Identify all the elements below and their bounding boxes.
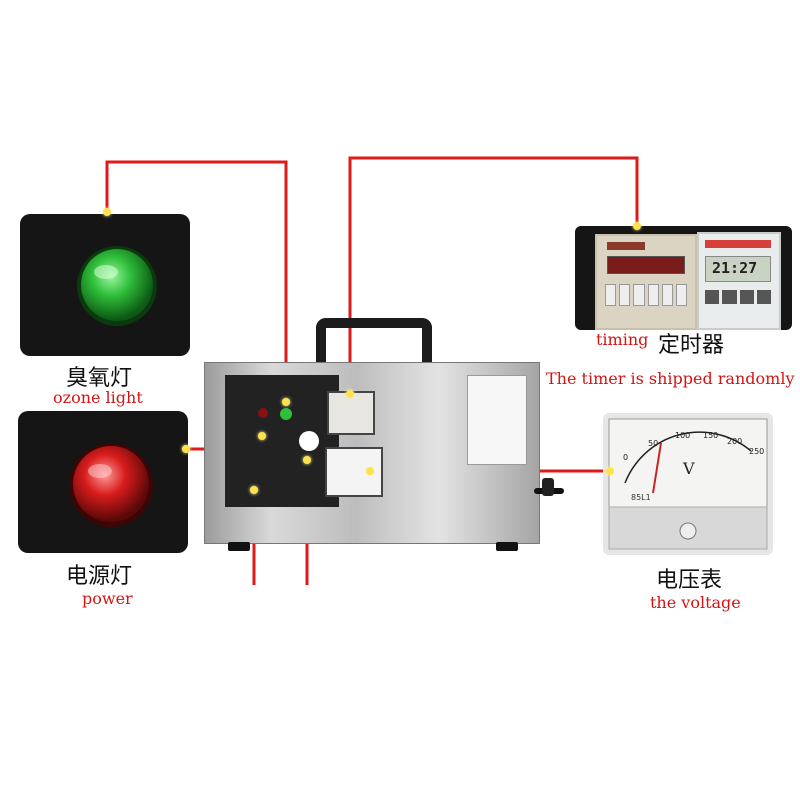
ozone-label-cn: 臭氧灯 xyxy=(66,366,133,391)
timing-label-cn: 定时器 xyxy=(658,333,725,358)
digital-timer-keys xyxy=(705,290,771,304)
ozone-generator-machine xyxy=(200,318,564,558)
voltmeter-dial xyxy=(608,418,768,550)
marker-dot-timer-machine xyxy=(346,390,354,398)
marker-dot-voltage-machine xyxy=(366,467,374,475)
power-lamp-panel xyxy=(18,411,188,553)
machine-red-lamp xyxy=(258,408,268,418)
digital-timer-screen: 21:27 xyxy=(705,256,771,282)
machine-timer-window xyxy=(327,391,375,435)
foot-right xyxy=(496,542,518,551)
carry-handle xyxy=(316,318,432,364)
machine-body xyxy=(204,362,540,544)
digital-timer-time: 21:27 xyxy=(712,259,758,277)
timer-display xyxy=(607,256,685,274)
marker-dot-power-panel xyxy=(182,445,190,453)
voltmeter-tick-0: 0 xyxy=(623,453,629,462)
ozone-label-en: ozone light xyxy=(53,388,143,407)
red-lamp-icon xyxy=(69,443,153,527)
voltage-label-en: the voltage xyxy=(650,593,741,612)
timer-panel: 21:27 xyxy=(575,226,792,330)
spec-label xyxy=(467,375,527,465)
brand-logo-icon xyxy=(299,431,319,451)
green-lamp-icon xyxy=(77,246,157,326)
voltmeter-unit: V xyxy=(683,459,695,478)
timer-leader-line xyxy=(348,156,639,392)
voltmeter-tick-200: 200 xyxy=(727,437,743,446)
power-label-en: power xyxy=(82,589,133,608)
voltmeter-tick-150: 150 xyxy=(703,431,719,440)
marker-dot-logo xyxy=(303,456,311,464)
voltmeter-tick-250: 250 xyxy=(749,447,765,456)
marker-dot-power-machine xyxy=(258,432,266,440)
control-panel xyxy=(225,375,339,507)
marker-dot-timer-panel xyxy=(633,222,641,230)
power-plug xyxy=(542,478,554,496)
machine-voltmeter-window xyxy=(325,447,383,497)
voltmeter-model: 85L1 xyxy=(631,493,651,502)
timer-buttons xyxy=(605,284,688,306)
timing-label-en: timing xyxy=(596,330,649,349)
voltage-label-cn: 电压表 xyxy=(656,568,723,593)
digital-timer-photo: 21:27 xyxy=(697,232,781,330)
relay-timer-photo xyxy=(595,234,697,330)
power-label-cn: 电源灯 xyxy=(66,564,133,589)
voltmeter-tick-100: 100 xyxy=(675,431,691,440)
marker-dot-voltage-panel xyxy=(606,467,614,475)
ozone-leader-line xyxy=(105,160,288,410)
voltmeter-panel: 0 50 100 150 200 250 V 85L1 xyxy=(603,413,773,555)
machine-green-lamp xyxy=(280,408,292,420)
ozone-lamp-panel xyxy=(20,214,190,356)
marker-dot-ozone-machine xyxy=(282,398,290,406)
marker-dot-ozone-panel xyxy=(103,208,111,216)
timer-note: The timer is shipped randomly xyxy=(546,369,795,388)
marker-dot-switch xyxy=(250,486,258,494)
foot-left xyxy=(228,542,250,551)
voltmeter-tick-50: 50 xyxy=(648,439,659,448)
voltmeter-needle xyxy=(652,442,662,494)
